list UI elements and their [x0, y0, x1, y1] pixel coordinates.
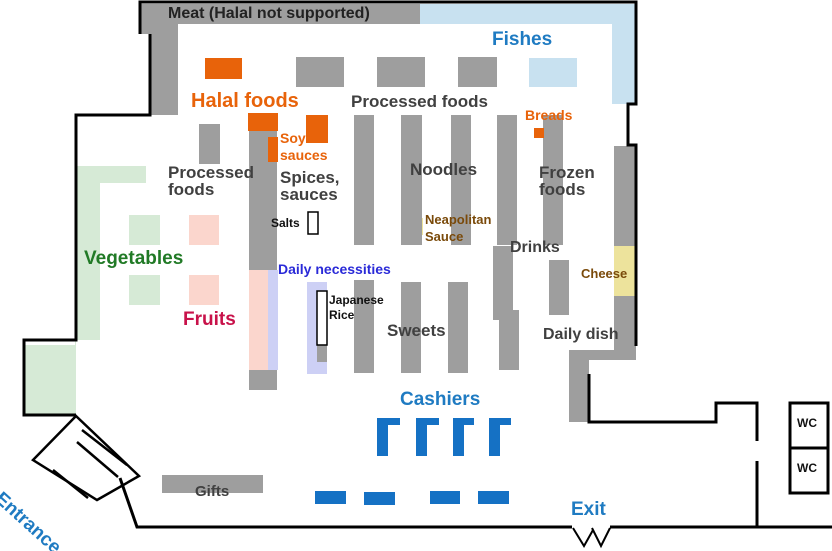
fruit-stand-1 — [189, 215, 219, 245]
salts-label: Salts — [271, 216, 300, 230]
japanese-rice-label-1: Japanese — [329, 293, 384, 307]
salts-shelf — [307, 211, 319, 235]
halal-shelves — [205, 58, 544, 162]
vegetable-stand-1 — [129, 215, 160, 245]
entrance-door — [31, 414, 142, 502]
processed-foods-left-label-1: Processed — [168, 163, 254, 182]
daily-necessities-area-1 — [268, 270, 278, 370]
neapolitan-sauce-label-1: Neapolitan — [425, 212, 492, 227]
meat-label: Meat (Halal not supported) — [168, 5, 370, 22]
vegetable-area — [24, 166, 146, 415]
sweets-label: Sweets — [387, 321, 446, 340]
fish-area — [420, 4, 635, 24]
fruit-shelf-area — [249, 270, 269, 370]
fish-area-side — [612, 4, 635, 104]
exit-door — [572, 527, 611, 549]
cashier-registers — [315, 418, 511, 505]
soy-sauces-label-2: sauces — [280, 147, 328, 163]
daily-necessities-label: Daily necessities — [278, 261, 391, 277]
japanese-rice-label-2: Rice — [329, 308, 355, 322]
fruit-stand-2 — [189, 275, 219, 305]
exit-label: Exit — [571, 499, 606, 520]
cashiers-label: Cashiers — [400, 389, 481, 410]
soy-sauces-label-1: Soy — [280, 130, 306, 146]
walls — [22, 0, 832, 529]
japanese-rice-shelf — [316, 290, 328, 346]
drinks-label: Drinks — [510, 239, 560, 256]
fruits-label: Fruits — [183, 309, 236, 330]
cheese-area — [614, 246, 636, 296]
shelves — [140, 4, 636, 493]
frozen-foods-label-2: foods — [539, 180, 586, 199]
cheese-label: Cheese — [581, 266, 628, 281]
gifts-label: Gifts — [195, 483, 230, 500]
breads-label: Breads — [525, 107, 573, 123]
daily-dish-label: Daily dish — [543, 326, 619, 343]
wc-label-1: WC — [797, 416, 817, 430]
vegetable-stand-2 — [129, 275, 160, 305]
frozen-foods-label-1: Frozen — [539, 163, 595, 182]
spices-label-1: Spices, — [280, 168, 340, 187]
vegetables-label: Vegetables — [84, 248, 184, 269]
neapolitan-sauce-label-2: Sauce — [425, 229, 464, 244]
processed-foods-top-label: Processed foods — [351, 92, 488, 111]
noodles-label: Noodles — [410, 160, 478, 179]
meat-counter — [140, 4, 420, 24]
fish-display — [529, 58, 577, 87]
wc-label-2: WC — [797, 461, 817, 475]
halal-foods-label: Halal foods — [191, 90, 299, 112]
processed-foods-left-label-2: foods — [168, 180, 215, 199]
fishes-label: Fishes — [492, 29, 553, 50]
spices-label-2: sauces — [280, 185, 338, 204]
